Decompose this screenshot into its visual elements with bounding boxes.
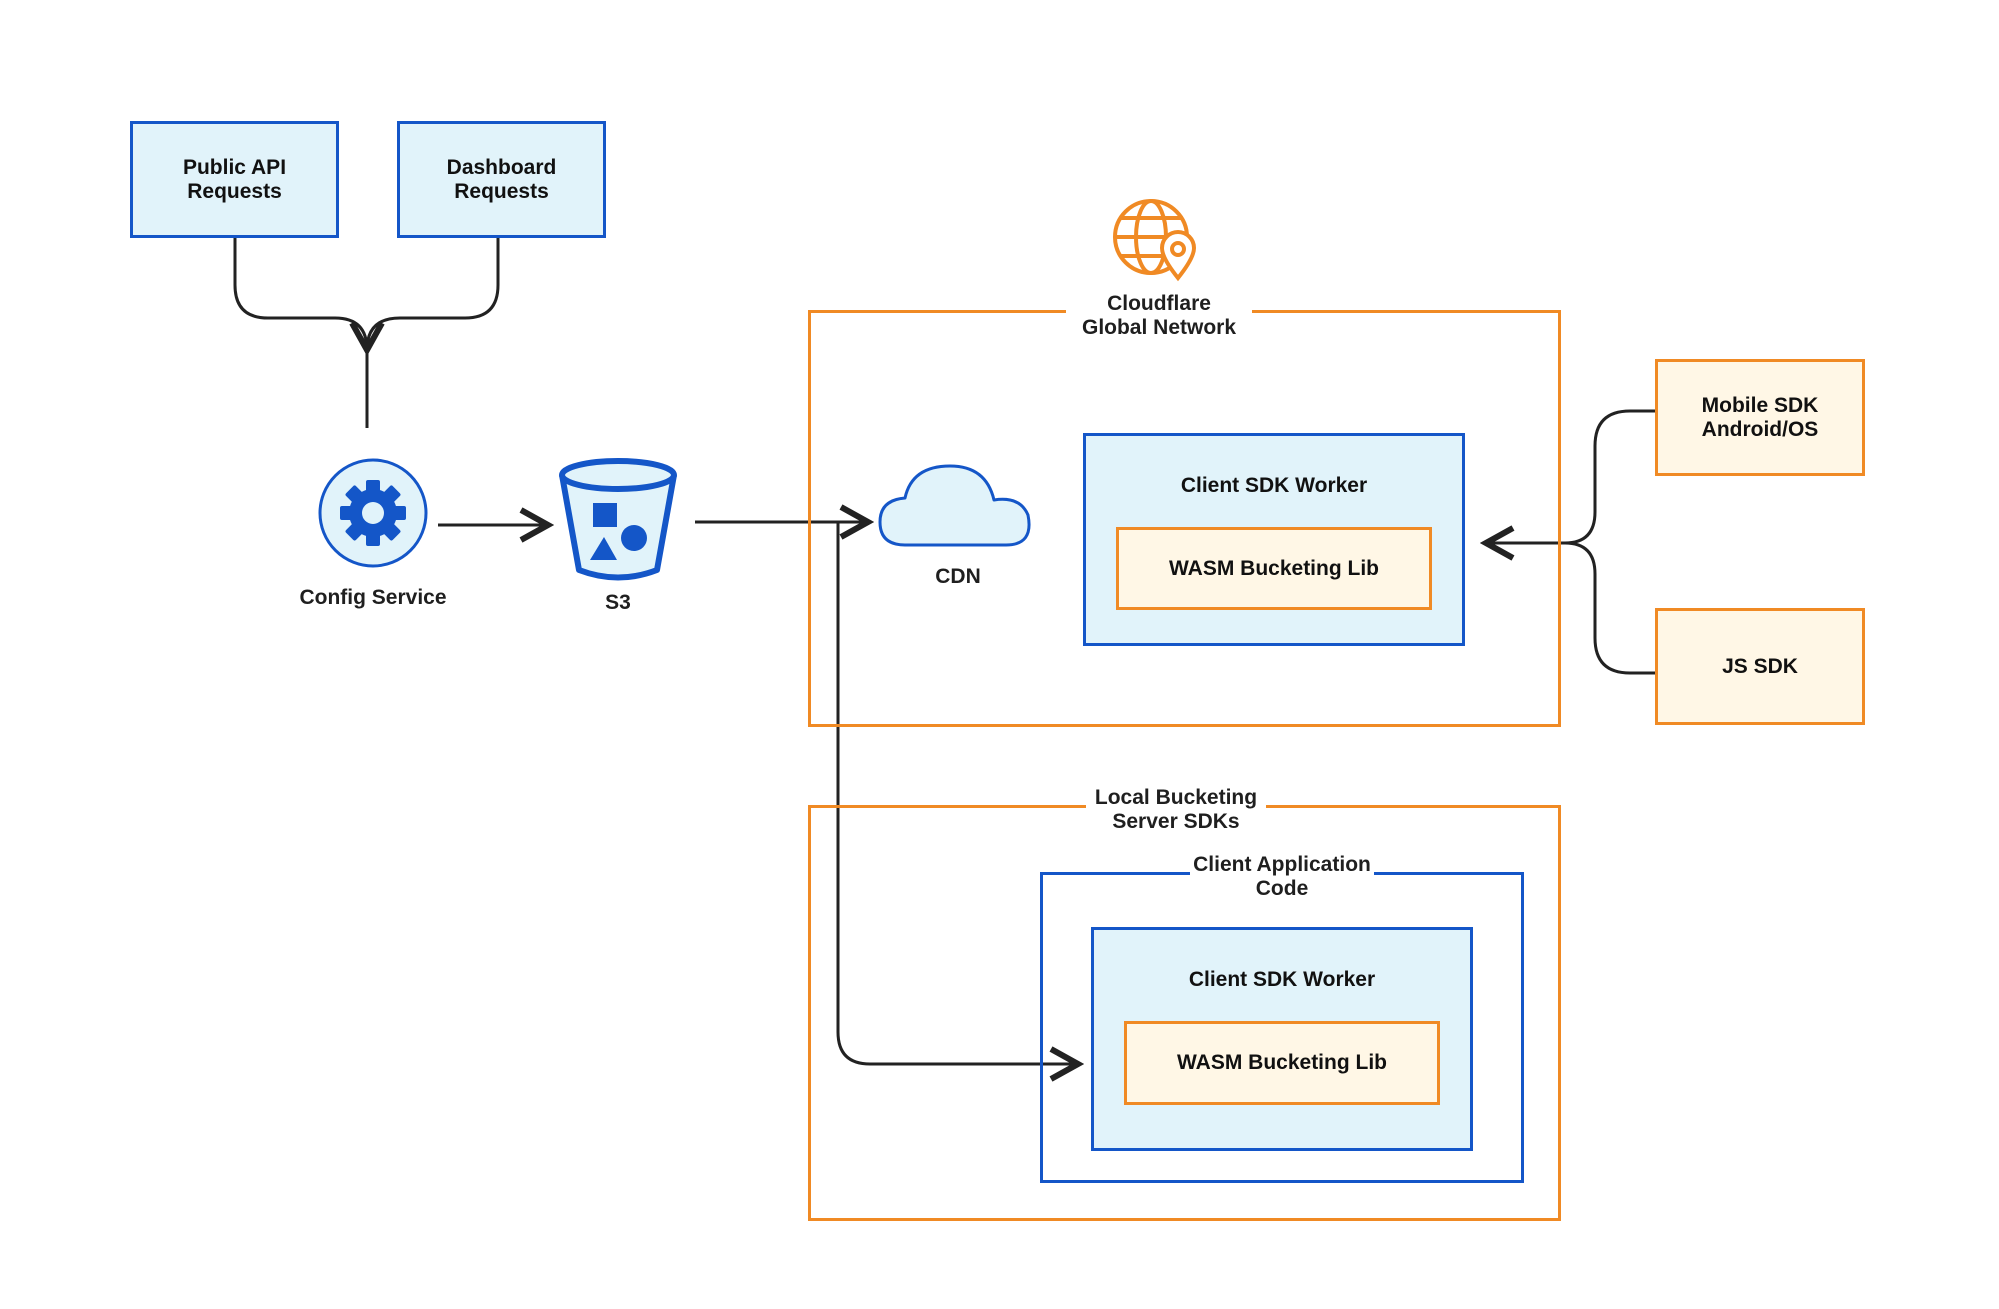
cloudflare-worker-title: Client SDK Worker	[1180, 474, 1368, 497]
connector-mobile-sdk	[1486, 409, 1655, 543]
cloudflare-network-title: Cloudflare Global Network	[1066, 292, 1252, 340]
config-service-label: Config Service	[299, 586, 447, 609]
cloudflare-wasm-label: WASM Bucketing Lib	[1169, 556, 1379, 580]
local-wasm-label: WASM Bucketing Lib	[1177, 1051, 1387, 1074]
public-api-requests-box: Public API Requests	[130, 121, 339, 238]
js-sdk-label: JS SDK	[1722, 654, 1798, 678]
local-worker-title: Client SDK Worker	[1188, 968, 1376, 991]
connector-js-sdk	[1564, 541, 1655, 675]
js-sdk-box: JS SDK	[1655, 608, 1865, 725]
dashboard-requests-box: Dashboard Requests	[397, 121, 606, 238]
arrow-s3-to-local	[836, 522, 1078, 1064]
connector-public-api	[233, 237, 369, 428]
client-application-code-title: Client Application Code	[1190, 853, 1374, 901]
mobile-sdk-label: Mobile SDK Android/OS	[1701, 393, 1819, 441]
local-bucketing-title: Local Bucketing Server SDKs	[1086, 786, 1266, 834]
local-wasm-bucketing-lib: WASM Bucketing Lib	[1124, 1021, 1440, 1105]
cloud-icon	[878, 464, 1031, 547]
public-api-requests-label: Public API Requests	[182, 155, 287, 203]
gear-icon	[318, 458, 428, 568]
cdn-label: CDN	[935, 565, 981, 588]
dashboard-requests-label: Dashboard Requests	[446, 155, 557, 203]
mobile-sdk-box: Mobile SDK Android/OS	[1655, 359, 1865, 476]
connector-dashboard	[367, 237, 500, 350]
s3-label: S3	[605, 591, 631, 614]
cloudflare-wasm-bucketing-lib: WASM Bucketing Lib	[1116, 527, 1432, 610]
globe-pin-icon	[1113, 199, 1197, 282]
bucket-icon	[559, 458, 677, 581]
